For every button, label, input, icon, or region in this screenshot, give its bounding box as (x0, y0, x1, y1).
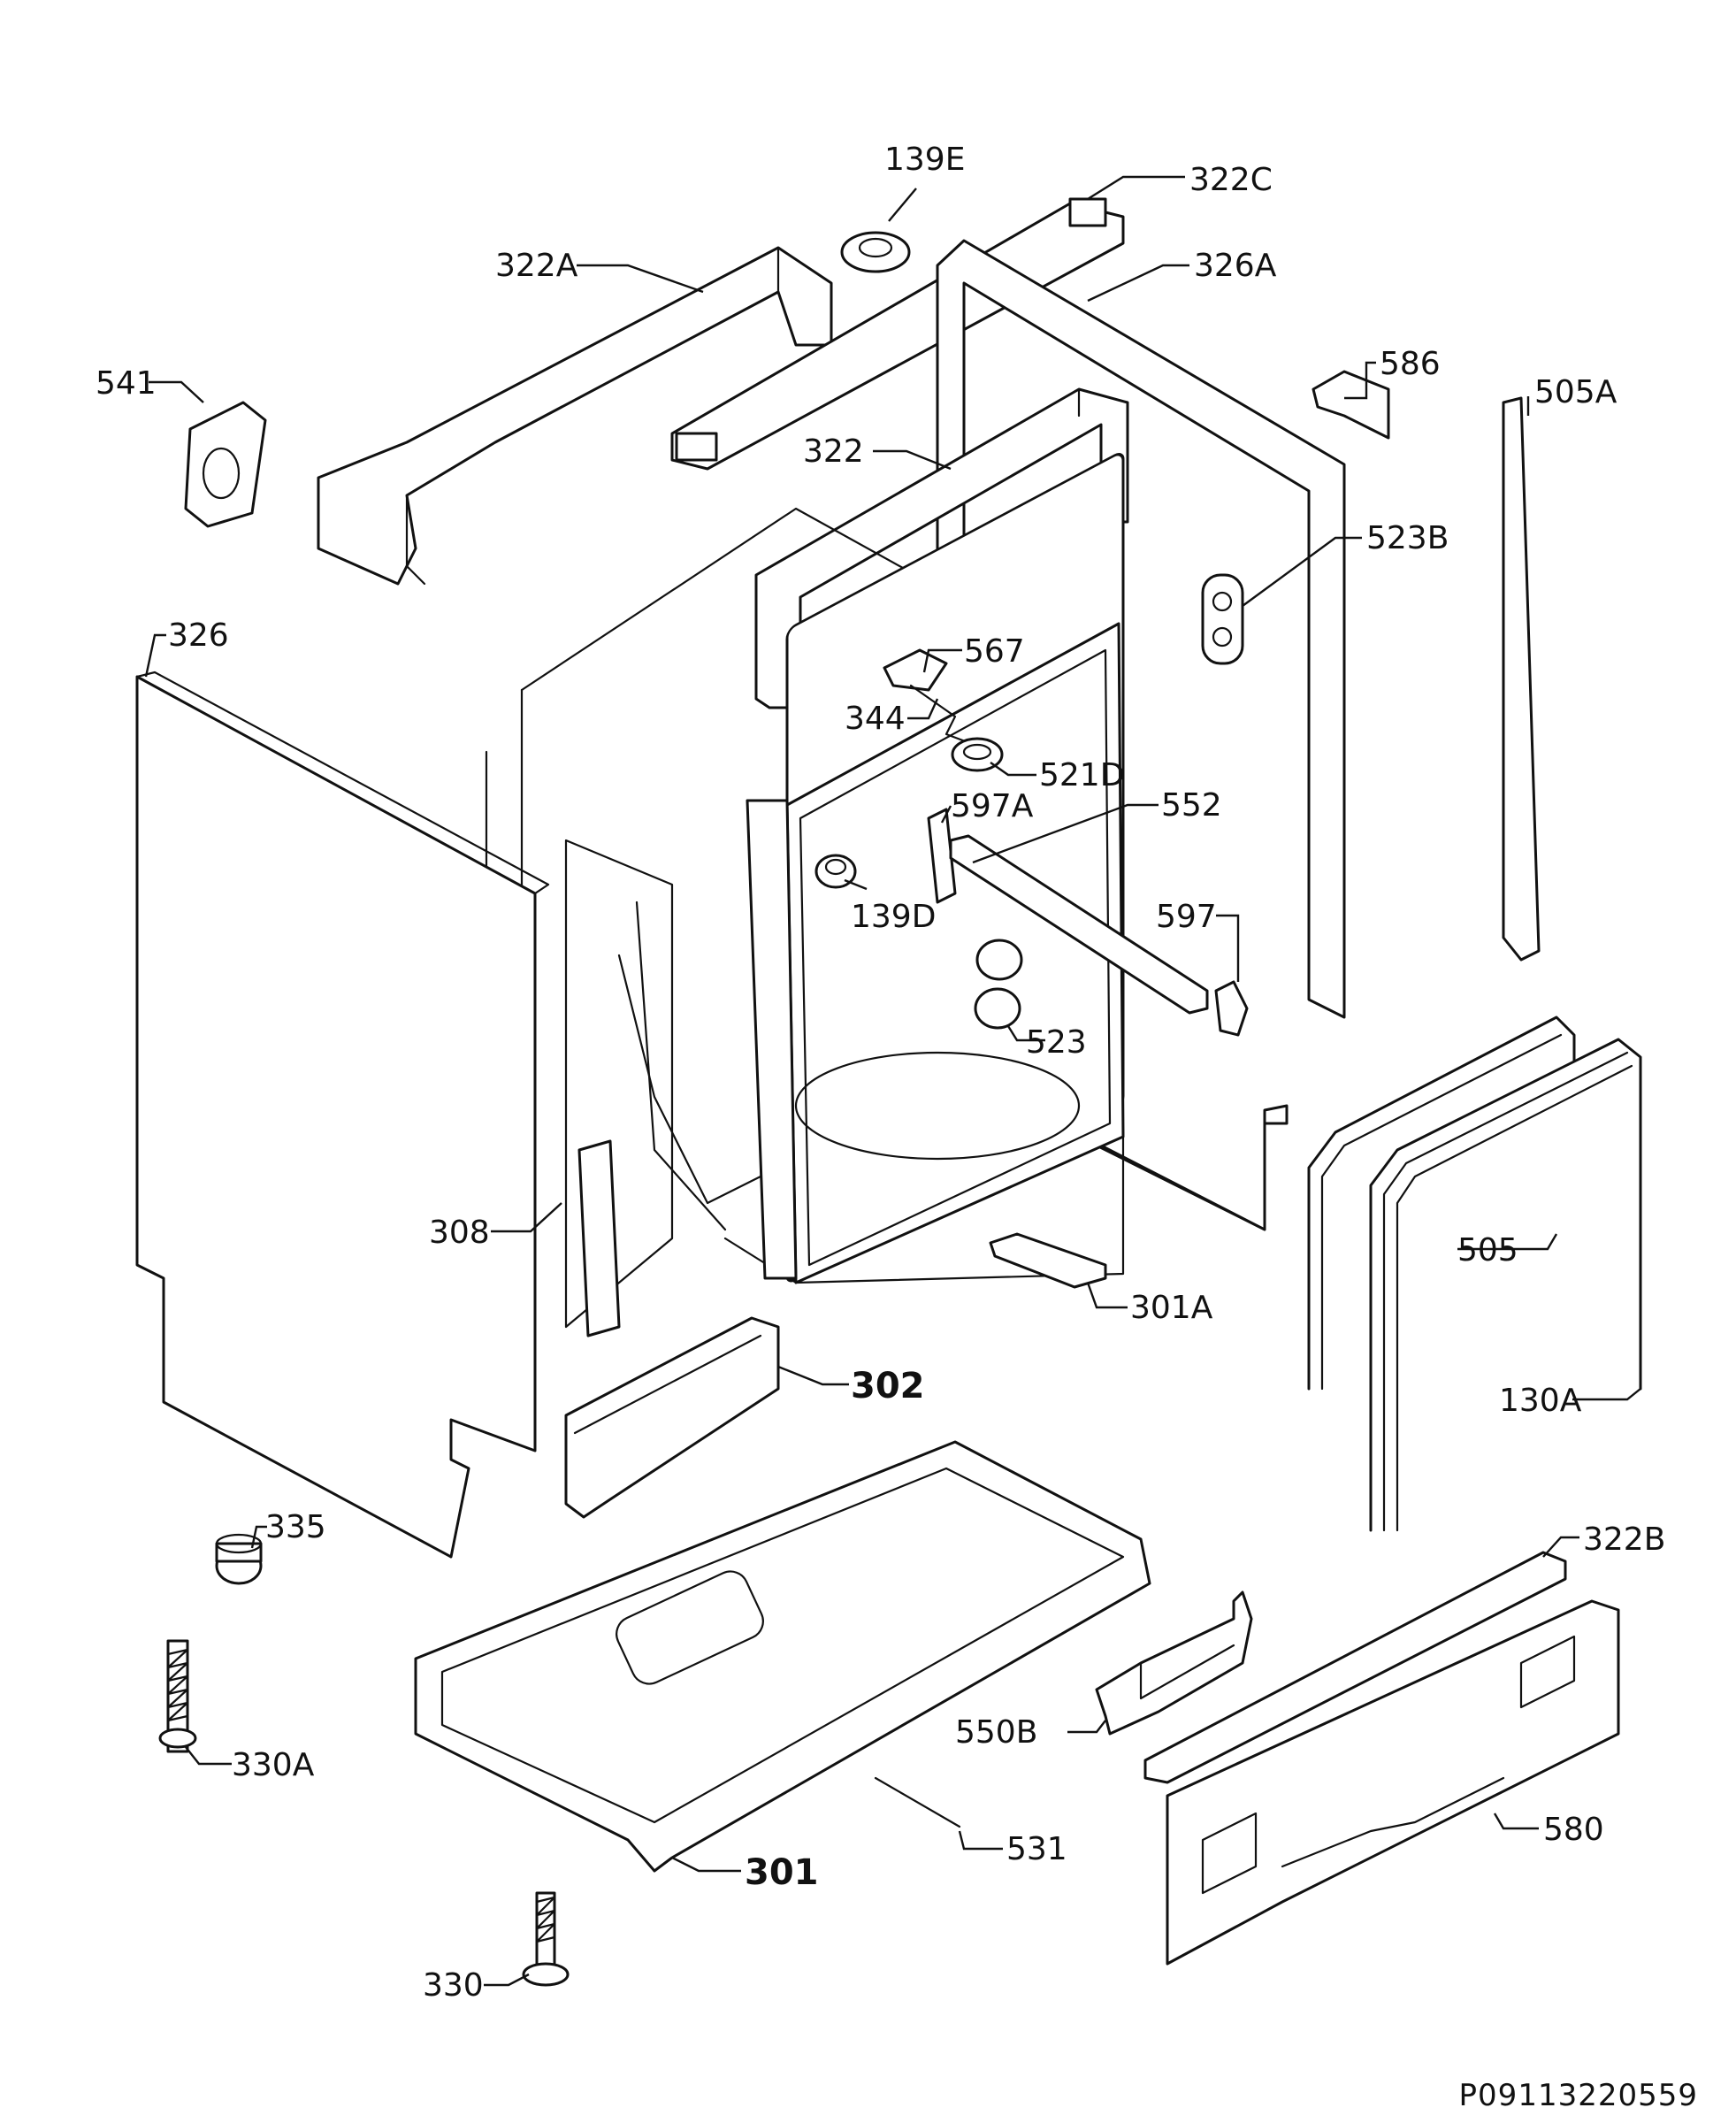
label-531: 531 (1006, 1831, 1067, 1867)
part-552-rail (949, 834, 1209, 1015)
label-521d: 521D (1039, 757, 1124, 793)
part-330a-screw (158, 1639, 197, 1753)
part-597a-pin (927, 808, 957, 904)
label-326: 326 (168, 617, 229, 654)
label-344: 344 (845, 701, 906, 737)
part-labels: 139E 322C 322A 326A 541 586 505A 322 523… (96, 142, 1665, 2004)
label-322a: 322A (495, 248, 578, 284)
label-130a: 130A (1499, 1383, 1582, 1419)
part-521d-seal (951, 737, 1004, 772)
label-301a: 301A (1130, 1290, 1213, 1326)
label-330: 330 (423, 1967, 484, 2004)
part-531-rod (874, 1776, 961, 1828)
leader-lines (144, 175, 1641, 1987)
part-308-hinge (564, 839, 762, 1337)
reference-code: P09113220559 (1459, 2078, 1698, 2113)
part-597-clip (1214, 980, 1249, 1037)
label-541: 541 (96, 365, 157, 402)
part-130a-gasket (1369, 1038, 1642, 1532)
label-597a: 597A (951, 788, 1034, 824)
part-139d-nut (814, 854, 857, 889)
part-586-bracket (1312, 370, 1390, 440)
label-597: 597 (1156, 899, 1217, 935)
label-139e: 139E (884, 142, 965, 178)
part-tub-body (485, 453, 1125, 1284)
part-335-nut (215, 1533, 263, 1585)
label-139d: 139D (851, 899, 936, 935)
label-505a: 505A (1534, 374, 1617, 410)
label-322: 322 (803, 433, 864, 470)
part-541-latch (184, 401, 267, 528)
part-302-bracket (564, 1316, 780, 1519)
label-302: 302 (851, 1366, 925, 1406)
part-322b-rail (1143, 1551, 1567, 1784)
label-580: 580 (1543, 1812, 1604, 1848)
label-330a: 330A (232, 1747, 315, 1783)
part-523-seals (974, 939, 1023, 1030)
part-523b-grommet (1201, 573, 1244, 665)
part-550b-bracket (1095, 1590, 1253, 1736)
label-308: 308 (429, 1215, 490, 1251)
label-523: 523 (1026, 1024, 1087, 1061)
label-301: 301 (745, 1852, 819, 1893)
part-322a-frame (317, 246, 833, 586)
label-586: 586 (1380, 346, 1441, 382)
label-335: 335 (265, 1509, 326, 1545)
part-301-base (414, 1440, 1151, 1873)
label-505: 505 (1457, 1232, 1518, 1268)
label-567: 567 (964, 633, 1025, 670)
part-301a-bracket (989, 1232, 1107, 1289)
part-580-plate (1166, 1599, 1620, 1966)
label-322c: 322C (1189, 162, 1273, 198)
part-330-screw (522, 1891, 570, 1987)
label-322b: 322B (1583, 1521, 1665, 1558)
label-326a: 326A (1194, 248, 1277, 284)
label-550b: 550B (955, 1714, 1037, 1751)
part-505a-strip (1502, 396, 1541, 962)
label-523b: 523B (1366, 520, 1449, 556)
part-139e-nut (840, 231, 911, 273)
label-552: 552 (1161, 787, 1222, 824)
